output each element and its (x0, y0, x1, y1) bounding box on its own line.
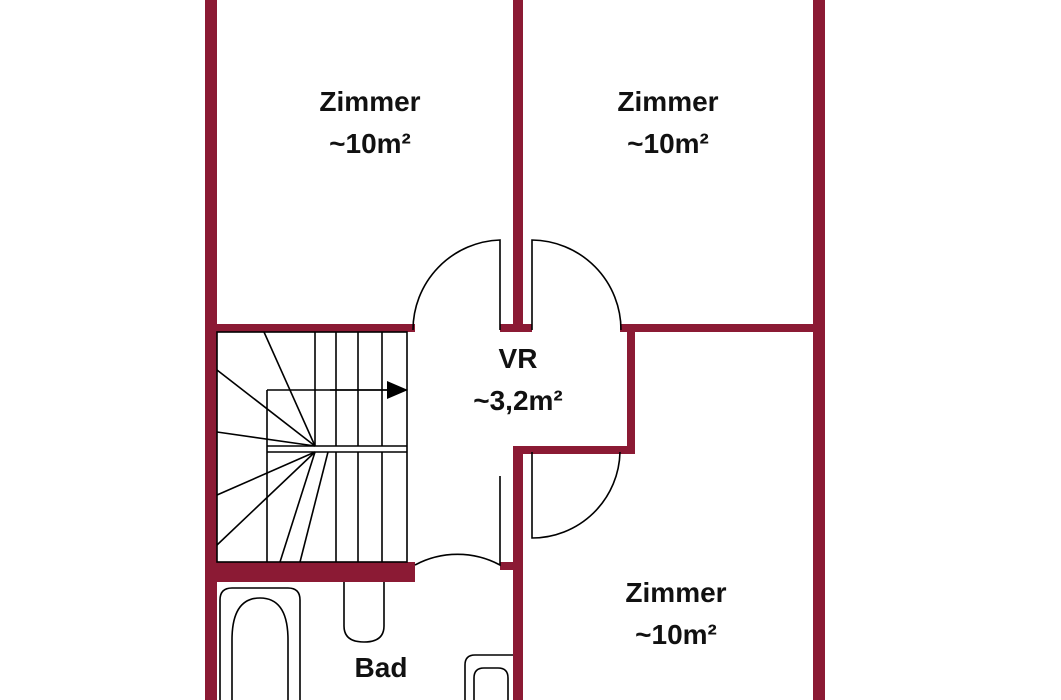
room-name: Zimmer (319, 86, 421, 117)
doors (412, 239, 622, 567)
room-area: ~3,2m² (473, 385, 563, 416)
door-right-lower (531, 451, 621, 539)
wall-center-lower (513, 446, 523, 700)
wall-left-outer (205, 0, 217, 700)
stair-outline (216, 331, 408, 563)
wall-stair-bottom (205, 562, 415, 582)
room-name: VR (498, 343, 538, 374)
room-name: Zimmer (625, 577, 727, 608)
door-stair-to-hall (414, 476, 501, 567)
wall-top-left-bottom (205, 324, 415, 332)
room-label-bath: Bad (271, 647, 491, 689)
wall-center-upper (513, 0, 523, 330)
room-label-top-left: Zimmer ~10m² (260, 81, 480, 165)
room-area: ~10m² (329, 128, 411, 159)
wall-right-outer (813, 0, 825, 700)
staircase (216, 331, 408, 563)
room-label-top-right: Zimmer ~10m² (558, 81, 778, 165)
wall-hall-right (627, 324, 635, 452)
stair-arrow-icon (387, 381, 408, 399)
bath-fixtures (219, 582, 513, 700)
wall-top-right-bottom (620, 324, 825, 332)
room-area: ~10m² (635, 619, 717, 650)
toilet-icon (343, 582, 385, 643)
wall-hall-right-bottom (518, 446, 635, 454)
room-name: Bad (354, 652, 408, 683)
wall-bath-top-stub (500, 562, 523, 570)
sink-basin (473, 667, 509, 700)
door-top-left (412, 239, 501, 331)
room-label-bottom-right: Zimmer ~10m² (566, 572, 786, 656)
room-name: Zimmer (617, 86, 719, 117)
wall-hall-stub (500, 324, 532, 332)
walls (205, 0, 825, 700)
bathtub-inner (231, 597, 289, 700)
room-label-hall: VR ~3,2m² (408, 338, 628, 422)
door-top-right (531, 239, 622, 331)
room-area: ~10m² (627, 128, 709, 159)
